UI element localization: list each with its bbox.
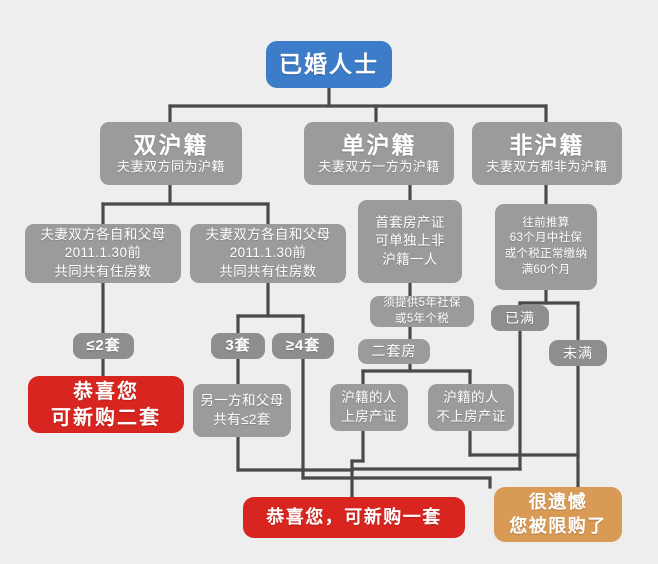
node-both-hu[interactable]: 双沪籍 夫妻双方同为沪籍 bbox=[100, 122, 242, 185]
node-both-hu-title: 双沪籍 bbox=[133, 131, 209, 158]
node-root-label: 已婚人士 bbox=[279, 51, 379, 78]
result-blocked[interactable]: 很遗憾 您被限购了 bbox=[494, 487, 622, 542]
edge-label-met: 已满 bbox=[491, 305, 549, 331]
result-two-homes[interactable]: 恭喜您 可新购二套 bbox=[28, 376, 184, 433]
node-single-hu-sub: 夫妻双方一方为沪籍 bbox=[318, 159, 440, 175]
node-both-left-count[interactable]: 夫妻双方各自和父母 2011.1.30前 共同共有住房数 bbox=[25, 224, 181, 283]
result-one-home[interactable]: 恭喜您，可新购一套 bbox=[243, 497, 465, 538]
node-non-hu-sub: 夫妻双方都非为沪籍 bbox=[486, 159, 608, 175]
node-hu-on-cert[interactable]: 沪籍的人 上房产证 bbox=[330, 384, 408, 431]
edge-label-ge-four: ≥4套 bbox=[272, 333, 334, 359]
node-second-home[interactable]: 二套房 bbox=[358, 339, 430, 364]
node-hu-not-on-cert[interactable]: 沪籍的人 不上房产证 bbox=[428, 384, 514, 431]
edge-label-not-met: 未满 bbox=[549, 340, 607, 366]
node-social-proof[interactable]: 须提供5年社保 或5年个税 bbox=[370, 296, 474, 327]
node-other-side-count[interactable]: 另一方和父母 共有≤2套 bbox=[193, 384, 291, 437]
node-non-hu-title: 非沪籍 bbox=[509, 131, 585, 158]
node-lookback[interactable]: 往前推算 63个月中社保 或个税正常缴纳 满60个月 bbox=[495, 204, 597, 290]
edge-label-le-two: ≤2套 bbox=[73, 333, 134, 359]
node-single-hu-title: 单沪籍 bbox=[341, 131, 417, 158]
node-root[interactable]: 已婚人士 bbox=[266, 41, 392, 88]
node-non-hu[interactable]: 非沪籍 夫妻双方都非为沪籍 bbox=[472, 122, 622, 185]
node-first-cert[interactable]: 首套房产证 可单独上非 沪籍一人 bbox=[358, 200, 462, 283]
node-both-hu-sub: 夫妻双方同为沪籍 bbox=[116, 159, 225, 175]
node-both-right-count[interactable]: 夫妻双方各自和父母 2011.1.30前 共同共有住房数 bbox=[190, 224, 346, 283]
node-single-hu[interactable]: 单沪籍 夫妻双方一方为沪籍 bbox=[304, 122, 454, 185]
edge-label-three: 3套 bbox=[211, 333, 265, 359]
